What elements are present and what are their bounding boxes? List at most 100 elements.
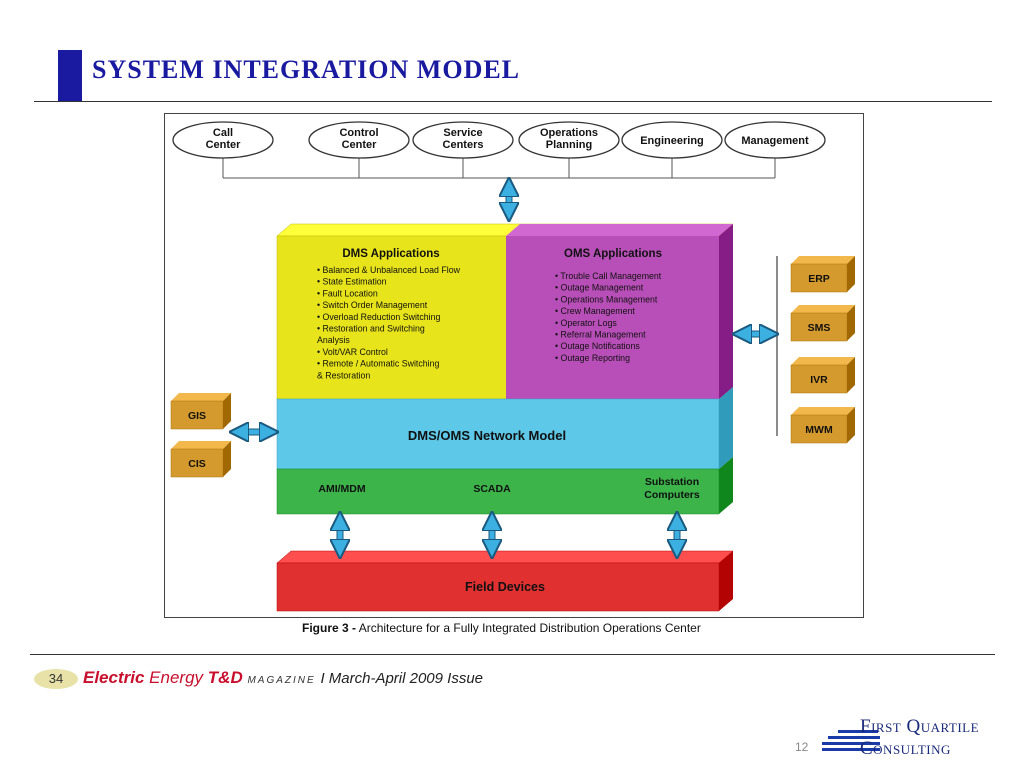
cis-box-top xyxy=(171,441,231,449)
cis-box: CIS xyxy=(170,441,231,478)
oms-front xyxy=(506,236,719,399)
oms-title: OMS Applications xyxy=(564,248,662,260)
dms-item: • Balanced & Unbalanced Load Flow xyxy=(317,265,461,275)
top-node-label: Engineering xyxy=(640,135,704,147)
logo-line-1: First Quartile xyxy=(860,716,980,737)
oms-item: • Operator Logs xyxy=(555,318,617,328)
cis-box-label: CIS xyxy=(188,458,206,470)
magazine-word: MAGAZINE xyxy=(247,675,316,686)
top-node-label: Management xyxy=(741,135,809,147)
magazine-td: T&D xyxy=(207,668,243,687)
magazine-page-number: 34 xyxy=(34,669,78,689)
magazine-energy: Energy xyxy=(149,668,204,687)
network-model-block: DMS/OMS Network Model xyxy=(276,387,733,470)
right-box-3-label: MWM xyxy=(805,424,833,436)
scada-row-block-side xyxy=(719,457,733,514)
gis-box: GIS xyxy=(170,393,231,430)
right-box-0-front xyxy=(790,263,848,293)
right-box-3-side xyxy=(847,407,855,443)
right-box-1-top xyxy=(791,305,855,313)
caption-label: Figure 3 - xyxy=(302,621,357,635)
oms-top xyxy=(506,224,733,236)
right-box-1-front xyxy=(790,312,848,342)
right-box-0-top xyxy=(791,256,855,264)
oms-item: • Outage Reporting xyxy=(555,353,630,363)
oms-item: • Referral Management xyxy=(555,330,646,340)
right-box-2-label: IVR xyxy=(810,374,828,386)
dms-item: & Restoration xyxy=(317,370,370,380)
dms-item: • Fault Location xyxy=(317,288,378,298)
top-node-ellipse xyxy=(308,121,410,159)
right-box-2-side xyxy=(847,357,855,393)
title-divider xyxy=(34,101,992,102)
network-model-label: DMS/OMS Network Model xyxy=(408,428,566,443)
oms-item: • Operations Management xyxy=(555,294,658,304)
right-box-1-label: SMS xyxy=(808,322,831,334)
logo-line-2: Consulting xyxy=(860,738,951,759)
top-node-ellipse xyxy=(518,121,620,159)
figure-caption: Figure 3 - Architecture for a Fully Inte… xyxy=(302,621,701,635)
right-box-3-front xyxy=(790,414,848,444)
oms-item: • Outage Notifications xyxy=(555,341,640,351)
oms-side xyxy=(719,224,733,399)
dms-item: • Overload Reduction Switching xyxy=(317,312,440,322)
slide-title: System Integration Model xyxy=(92,55,521,84)
dms-item: • Restoration and Switching xyxy=(317,324,425,334)
gis-box-top xyxy=(171,393,231,401)
top-node-5: Management xyxy=(724,121,826,159)
right-box-2-top xyxy=(791,357,855,365)
right-box-0-side xyxy=(847,256,855,292)
right-box-2: IVR xyxy=(790,357,855,394)
applications-block: DMS Applications • Balanced & Unbalanced … xyxy=(276,223,734,400)
gis-box-front xyxy=(170,400,224,430)
field-devices-block-top xyxy=(276,550,734,564)
slide-number: 12 xyxy=(795,740,809,754)
magazine-electric: Electric xyxy=(83,668,145,687)
top-node-4: Engineering xyxy=(621,121,723,159)
right-box-3-top xyxy=(791,407,855,415)
field-devices-label: Field Devices xyxy=(465,580,545,594)
gis-box-label: GIS xyxy=(188,410,206,422)
gis-box-side xyxy=(223,393,231,429)
magazine-credit: Electric Energy T&D MAGAZINE I March-Apr… xyxy=(83,668,483,688)
top-node-ellipse xyxy=(724,121,826,159)
field-devices-block: Field Devices xyxy=(276,550,734,612)
magazine-issue: I March-April 2009 Issue xyxy=(320,670,484,687)
logo-stripes xyxy=(822,730,880,754)
company-logo: First Quartile Consulting xyxy=(860,716,979,760)
cis-box-front xyxy=(170,448,224,478)
dms-item: • Remote / Automatic Switching xyxy=(317,359,439,369)
oms-item: • Trouble Call Management xyxy=(555,271,662,281)
right-box-3: MWM xyxy=(790,407,855,444)
dms-item: • Volt/VAR Control xyxy=(317,347,388,357)
field-devices-block-front xyxy=(276,562,720,612)
right-box-1-side xyxy=(847,305,855,341)
right-box-0: ERP xyxy=(790,256,855,293)
oms-item: • Crew Management xyxy=(555,306,635,316)
field-devices-block-side xyxy=(719,551,733,611)
scada-row-label-0: AMI/MDM xyxy=(318,483,365,495)
scada-row-block-front xyxy=(276,468,720,515)
caption-text: Architecture for a Fully Integrated Dist… xyxy=(358,621,701,635)
top-node-ellipse xyxy=(621,121,723,159)
title-accent-bar xyxy=(58,50,82,102)
top-node-ellipse xyxy=(172,121,274,159)
top-node-ellipse xyxy=(412,121,514,159)
dms-item: • Switch Order Management xyxy=(317,300,428,310)
dms-title: DMS Applications xyxy=(342,248,439,260)
oms-item: • Outage Management xyxy=(555,283,644,293)
right-box-1: SMS xyxy=(790,305,855,342)
scada-row-label-1: SCADA xyxy=(473,483,511,495)
dms-item: • State Estimation xyxy=(317,277,387,287)
network-model-block-side xyxy=(719,387,733,469)
